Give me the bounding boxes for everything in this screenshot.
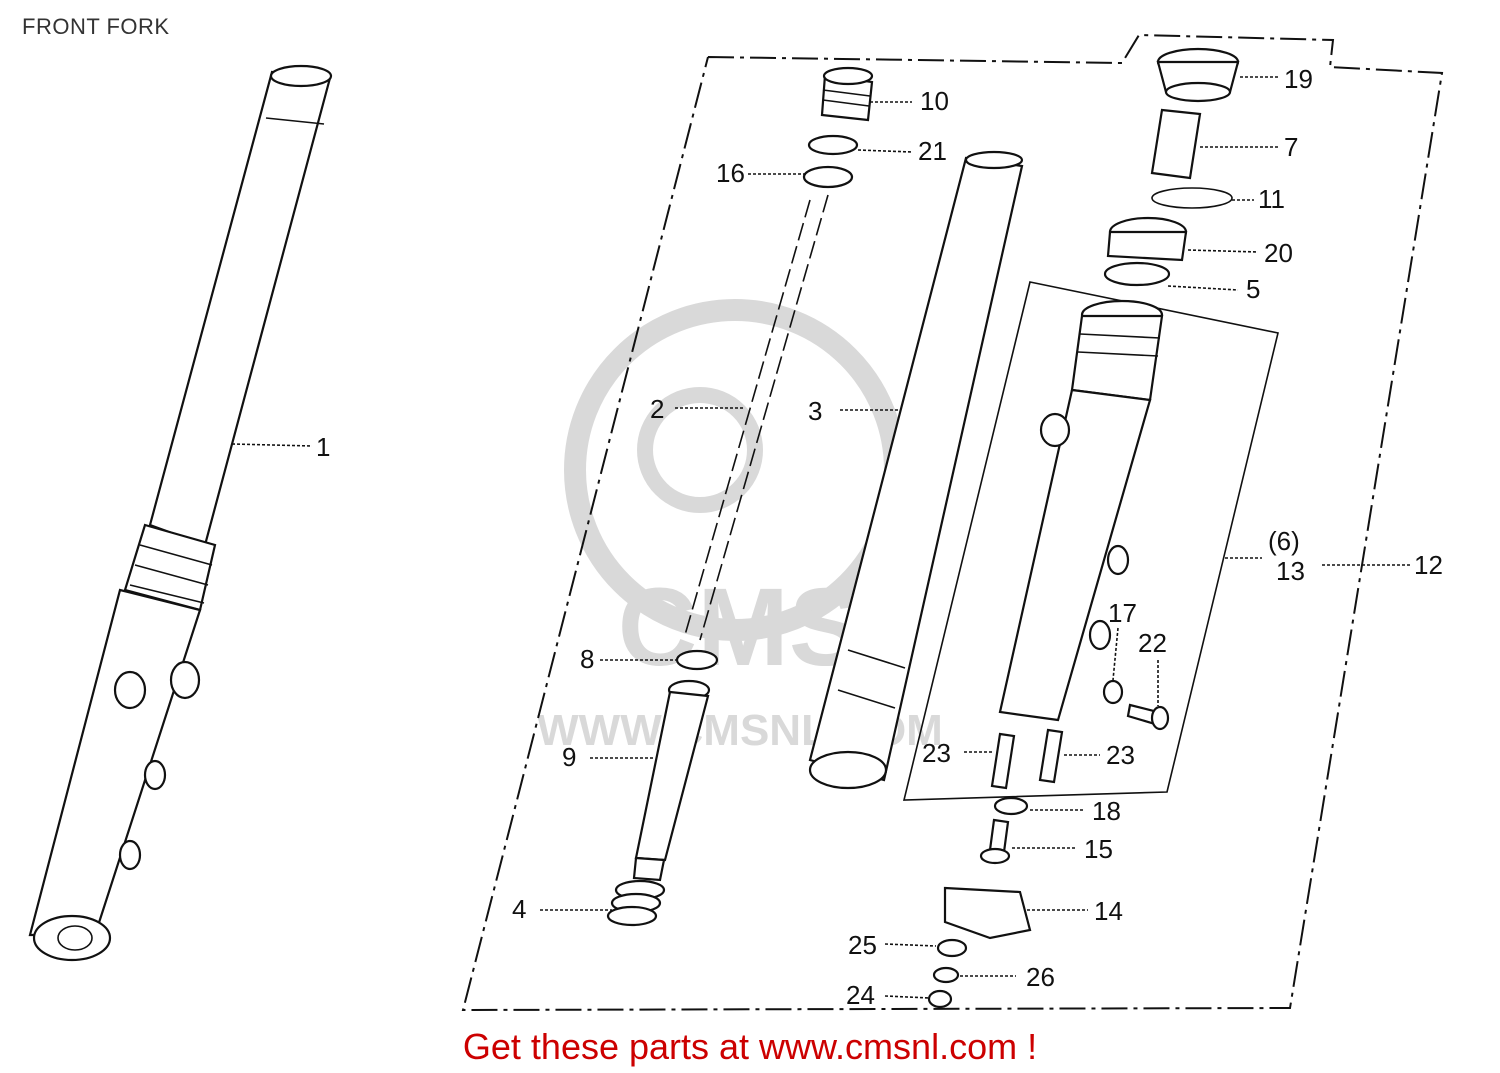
callout-12[interactable]: 12 [1414, 550, 1443, 580]
fork-bolt[interactable] [820, 66, 874, 122]
fork-tube[interactable] [808, 150, 1024, 790]
sub-assembly-frame [902, 281, 1279, 801]
oil-seal-20[interactable] [1106, 216, 1188, 262]
callout-16[interactable]: 16 [716, 158, 745, 188]
leader-lines [231, 76, 1410, 999]
spacer-16[interactable] [802, 165, 854, 189]
callout-4[interactable]: 4 [512, 894, 526, 924]
callout-23a[interactable]: 23 [922, 738, 951, 768]
washer-18[interactable] [993, 796, 1029, 816]
callout-19[interactable]: 19 [1284, 64, 1313, 94]
callout-18[interactable]: 18 [1092, 796, 1121, 826]
socket-bolt-15[interactable] [979, 818, 1011, 865]
callout-24[interactable]: 24 [846, 980, 875, 1010]
callout-17[interactable]: 17 [1108, 598, 1137, 628]
callout-25[interactable]: 25 [848, 930, 877, 960]
fork-tube-upper [148, 70, 332, 547]
callout-6[interactable]: (6) [1268, 526, 1300, 556]
nut-24[interactable] [927, 989, 953, 1009]
axle-boss [32, 914, 112, 962]
washer-17[interactable] [1102, 679, 1124, 705]
fork-spring[interactable] [684, 194, 829, 641]
bushing-7[interactable] [1150, 108, 1202, 180]
o-ring-21[interactable] [807, 134, 859, 156]
callout-11[interactable]: 11 [1258, 184, 1285, 214]
callout-21[interactable]: 21 [918, 136, 947, 166]
rebound-spring[interactable] [606, 879, 666, 927]
fork-slider [28, 588, 202, 937]
page-title: FRONT FORK [22, 14, 170, 39]
callout-7[interactable]: 7 [1284, 132, 1298, 162]
clip-11[interactable] [1151, 187, 1233, 209]
watermark-brand: CMS [618, 566, 862, 689]
drain-bolt-22[interactable] [1126, 703, 1170, 731]
axle-holder-14[interactable] [943, 886, 1032, 940]
callout-9[interactable]: 9 [562, 742, 576, 772]
callout-3[interactable]: 3 [808, 396, 822, 426]
callout-15[interactable]: 15 [1084, 834, 1113, 864]
callout-20[interactable]: 20 [1264, 238, 1293, 268]
callout-10[interactable]: 10 [920, 86, 949, 116]
washer-25[interactable] [936, 938, 968, 958]
callout-8[interactable]: 8 [580, 644, 594, 674]
callout-1[interactable]: 1 [316, 432, 330, 462]
callout-13[interactable]: 13 [1276, 556, 1305, 586]
callout-22[interactable]: 22 [1138, 628, 1167, 658]
footer-link[interactable]: Get these parts at www.cmsnl.com ! [462, 1026, 1038, 1067]
assembly-frame [461, 33, 1444, 1012]
fork-assembly[interactable] [28, 64, 333, 962]
callout-2[interactable]: 2 [650, 394, 664, 424]
ring-8[interactable] [675, 649, 719, 671]
fork-seal-cap[interactable] [1156, 47, 1240, 103]
dowel-pin-23b[interactable] [1038, 728, 1064, 784]
fork-slider-13[interactable] [998, 299, 1164, 722]
callout-labels: 1 2 3 4 5 (6) 13 7 8 9 10 11 12 14 15 16… [316, 64, 1443, 1010]
callout-26[interactable]: 26 [1026, 962, 1055, 992]
callout-14[interactable]: 14 [1094, 896, 1123, 926]
washer-5[interactable] [1103, 261, 1171, 287]
callout-5[interactable]: 5 [1246, 274, 1260, 304]
washer-26[interactable] [932, 966, 960, 984]
damper-rod[interactable] [632, 679, 711, 882]
callout-23b[interactable]: 23 [1106, 740, 1135, 770]
dowel-pin-23a[interactable] [990, 732, 1016, 790]
fork-tube-top [269, 64, 333, 88]
